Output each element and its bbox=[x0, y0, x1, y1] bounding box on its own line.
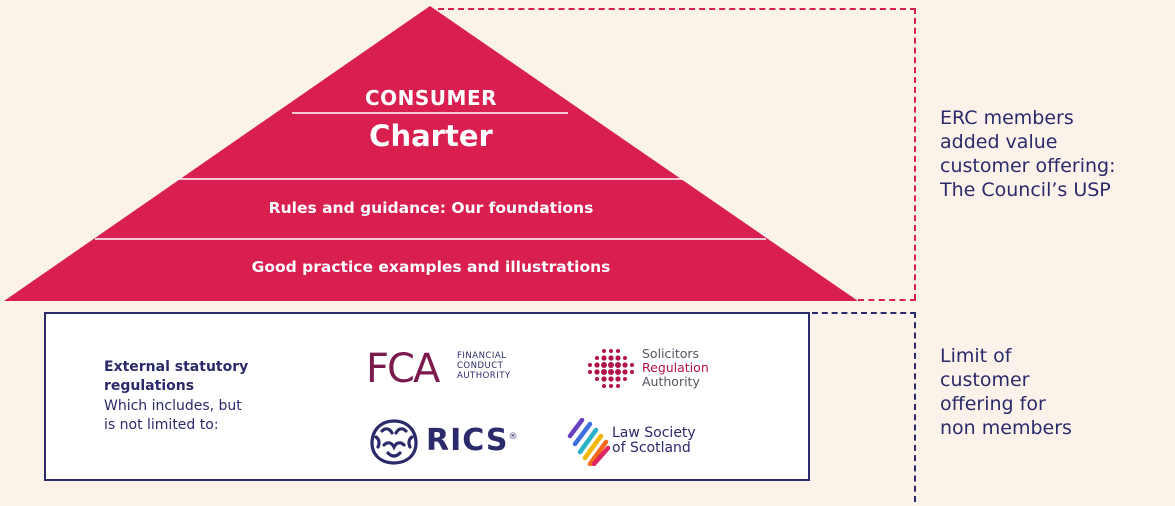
rainbow-stripes-icon bbox=[567, 418, 610, 466]
title-line: External statutory bbox=[104, 359, 249, 375]
sra-dots-icon bbox=[588, 349, 634, 388]
lion-icon bbox=[370, 419, 418, 465]
limit-note: Limit of customer offering for non membe… bbox=[940, 344, 1160, 440]
limit-note-line: customer bbox=[940, 369, 1030, 391]
external-regulations-box bbox=[44, 312, 810, 481]
limit-bracket-top bbox=[812, 312, 916, 314]
erc-note-line: customer offering: bbox=[940, 155, 1116, 177]
rics-logo-text: RICS® bbox=[426, 423, 518, 458]
erc-bracket-top bbox=[438, 8, 916, 10]
fca-logo: FCA FINANCIAL CONDUCT AUTHORITY bbox=[366, 347, 536, 391]
fca-sub-line: CONDUCT bbox=[457, 361, 504, 371]
pyramid-shape bbox=[4, 6, 858, 301]
law-line: of Scotland bbox=[612, 440, 691, 456]
rules-tier-label: Rules and guidance: Our foundations bbox=[268, 199, 594, 217]
fca-sub-line: AUTHORITY bbox=[457, 371, 511, 381]
registered-mark: ® bbox=[508, 432, 519, 442]
erc-members-note: ERC members added value customer offerin… bbox=[940, 106, 1172, 202]
erc-note-line: The Council’s USP bbox=[940, 179, 1111, 201]
rics-logo: RICS® bbox=[366, 417, 526, 467]
sra-line: Authority bbox=[642, 374, 700, 389]
law-line: Law Society bbox=[612, 425, 696, 441]
fca-logo-letters: FCA bbox=[366, 346, 440, 392]
charter-title: Charter bbox=[369, 119, 493, 153]
rics-wordmark: RICS bbox=[426, 423, 509, 458]
erc-bracket-side bbox=[914, 8, 916, 300]
limit-note-line: offering for bbox=[940, 393, 1046, 415]
limit-note-line: Limit of bbox=[940, 345, 1012, 367]
erc-note-line: ERC members bbox=[940, 107, 1074, 129]
sra-logo: Solicitors Regulation Authority bbox=[582, 345, 732, 395]
erc-bracket-bottom bbox=[858, 299, 916, 301]
description-line: is not limited to: bbox=[104, 417, 219, 433]
erc-note-line: added value bbox=[940, 131, 1058, 153]
good-practice-tier-label: Good practice examples and illustrations bbox=[251, 258, 611, 276]
description-line: Which includes, but bbox=[104, 398, 242, 414]
fca-sub-line: FINANCIAL bbox=[457, 351, 507, 361]
sra-line: Regulation bbox=[642, 360, 709, 375]
consumer-label: CONSUMER bbox=[364, 86, 498, 110]
law-society-text: Law Society of Scotland bbox=[612, 426, 696, 456]
limit-note-line: non members bbox=[940, 417, 1072, 439]
external-regulations-description: Which includes, but is not limited to: bbox=[104, 397, 314, 435]
fca-logo-subtitle: FINANCIAL CONDUCT AUTHORITY bbox=[457, 351, 511, 381]
external-regulations-title: External statutory regulations bbox=[104, 358, 314, 396]
sra-logo-text: Solicitors Regulation Authority bbox=[642, 347, 709, 389]
title-line: regulations bbox=[104, 378, 195, 394]
limit-bracket-side bbox=[914, 312, 916, 502]
law-society-logo: Law Society of Scotland bbox=[566, 418, 736, 468]
sra-line: Solicitors bbox=[642, 346, 700, 361]
